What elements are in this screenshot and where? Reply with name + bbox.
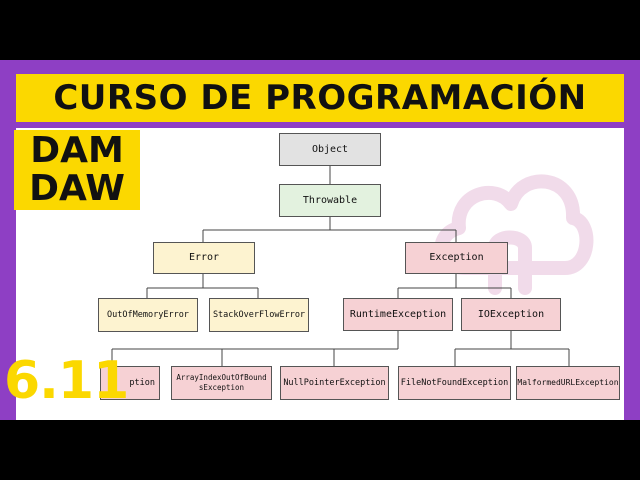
node-runtime-exception: RuntimeException	[343, 298, 453, 331]
node-error: Error	[153, 242, 255, 274]
node-arithmetic-exception-label: ption	[129, 378, 155, 388]
node-array-index-label-line2: sException	[198, 383, 245, 392]
node-array-index-label-line1: ArrayIndexOutOfBound	[176, 373, 267, 382]
dam-daw-badge: DAM DAW	[14, 130, 140, 210]
node-arithmetic-exception-partial: ption	[100, 366, 160, 400]
lesson-number: 6.11	[4, 351, 129, 411]
node-file-not-found-exception: FileNotFoundException	[398, 366, 511, 400]
node-null-pointer-exception: NullPointerException	[280, 366, 389, 400]
node-throwable: Throwable	[279, 184, 381, 217]
node-io-exception: IOException	[461, 298, 561, 331]
course-title: CURSO DE PROGRAMACIÓN	[53, 78, 587, 118]
node-exception: Exception	[405, 242, 508, 274]
badge-line-dam: DAM	[30, 130, 124, 171]
node-stack-overflow-error: StackOverFlowError	[209, 298, 309, 332]
node-malformed-url-exception: MalformedURLException	[516, 366, 620, 400]
node-out-of-memory-error: OutOfMemoryError	[98, 298, 198, 332]
hierarchy-connectors	[111, 166, 570, 366]
badge-line-daw: DAW	[29, 168, 125, 209]
node-array-index-out-of-bounds-exception: ArrayIndexOutOfBound sException	[171, 366, 272, 400]
purple-frame: Object Throwable Error Exception OutOfMe…	[0, 60, 640, 420]
node-object: Object	[279, 133, 381, 166]
course-title-banner: CURSO DE PROGRAMACIÓN	[16, 74, 624, 122]
